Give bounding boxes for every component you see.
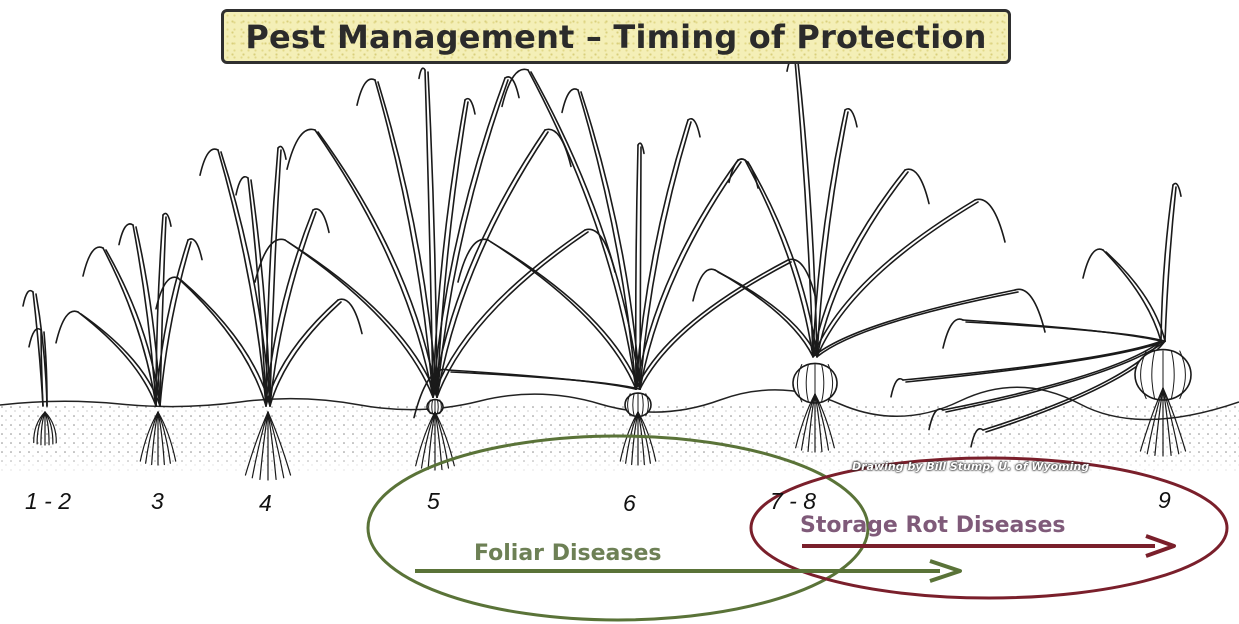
stage-label-9: 9 <box>1158 487 1171 514</box>
page-title: Pest Management – Timing of Protection <box>245 18 986 56</box>
stage-label-4: 4 <box>259 490 272 517</box>
drawing-credit: Drawing by Bill Stump, U. of Wyoming <box>852 460 1089 473</box>
stage-label-5: 5 <box>427 488 440 515</box>
stage-label-3: 3 <box>151 488 164 515</box>
stage-label-1-2: 1 - 2 <box>25 488 71 515</box>
foliar-diseases-label: Foliar Diseases <box>474 541 661 566</box>
stage-label-6: 6 <box>623 490 636 517</box>
stage-label-7-8: 7 - 8 <box>770 488 816 515</box>
title-banner: Pest Management – Timing of Protection <box>221 9 1011 64</box>
storage-rot-diseases-label: Storage Rot Diseases <box>800 513 1066 538</box>
